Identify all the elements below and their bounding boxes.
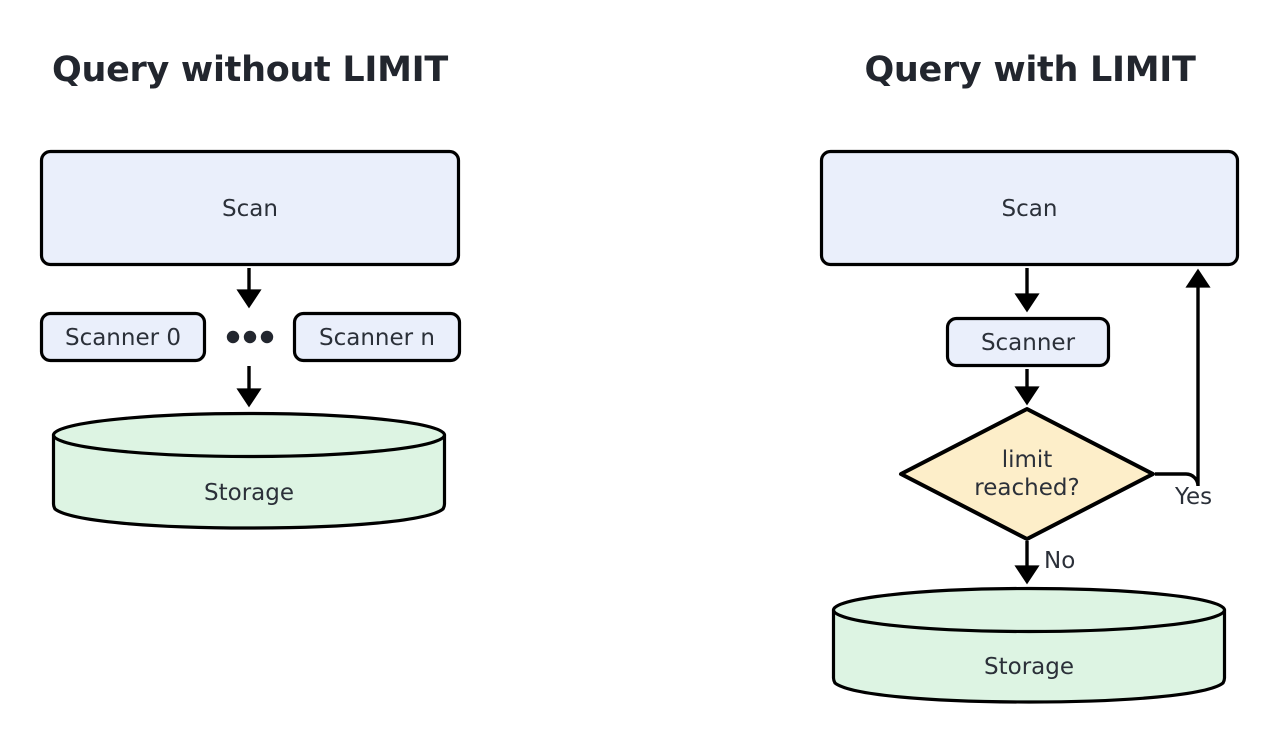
edge-label-yes: Yes	[1175, 484, 1213, 510]
node-scanner-0[interactable]	[39, 311, 207, 363]
panel-query-without-limit	[39, 149, 462, 530]
node-scan-right[interactable]	[819, 149, 1240, 267]
panel-title-with-limit: Query with LIMIT	[864, 50, 1196, 90]
node-storage-left[interactable]	[51, 411, 447, 530]
node-scanner-n[interactable]	[292, 311, 462, 363]
panel-query-with-limit	[819, 149, 1240, 704]
node-storage-right[interactable]	[831, 586, 1227, 704]
edge-label-no: No	[1044, 548, 1076, 574]
edge-yes-loop	[1155, 268, 1211, 487]
node-scanner[interactable]	[945, 316, 1111, 368]
node-scan-left[interactable]	[39, 149, 461, 267]
panel-title-without-limit: Query without LIMIT	[52, 50, 448, 90]
node-decision-limit-reached[interactable]	[899, 407, 1155, 541]
ellipsis-icon	[226, 330, 274, 344]
